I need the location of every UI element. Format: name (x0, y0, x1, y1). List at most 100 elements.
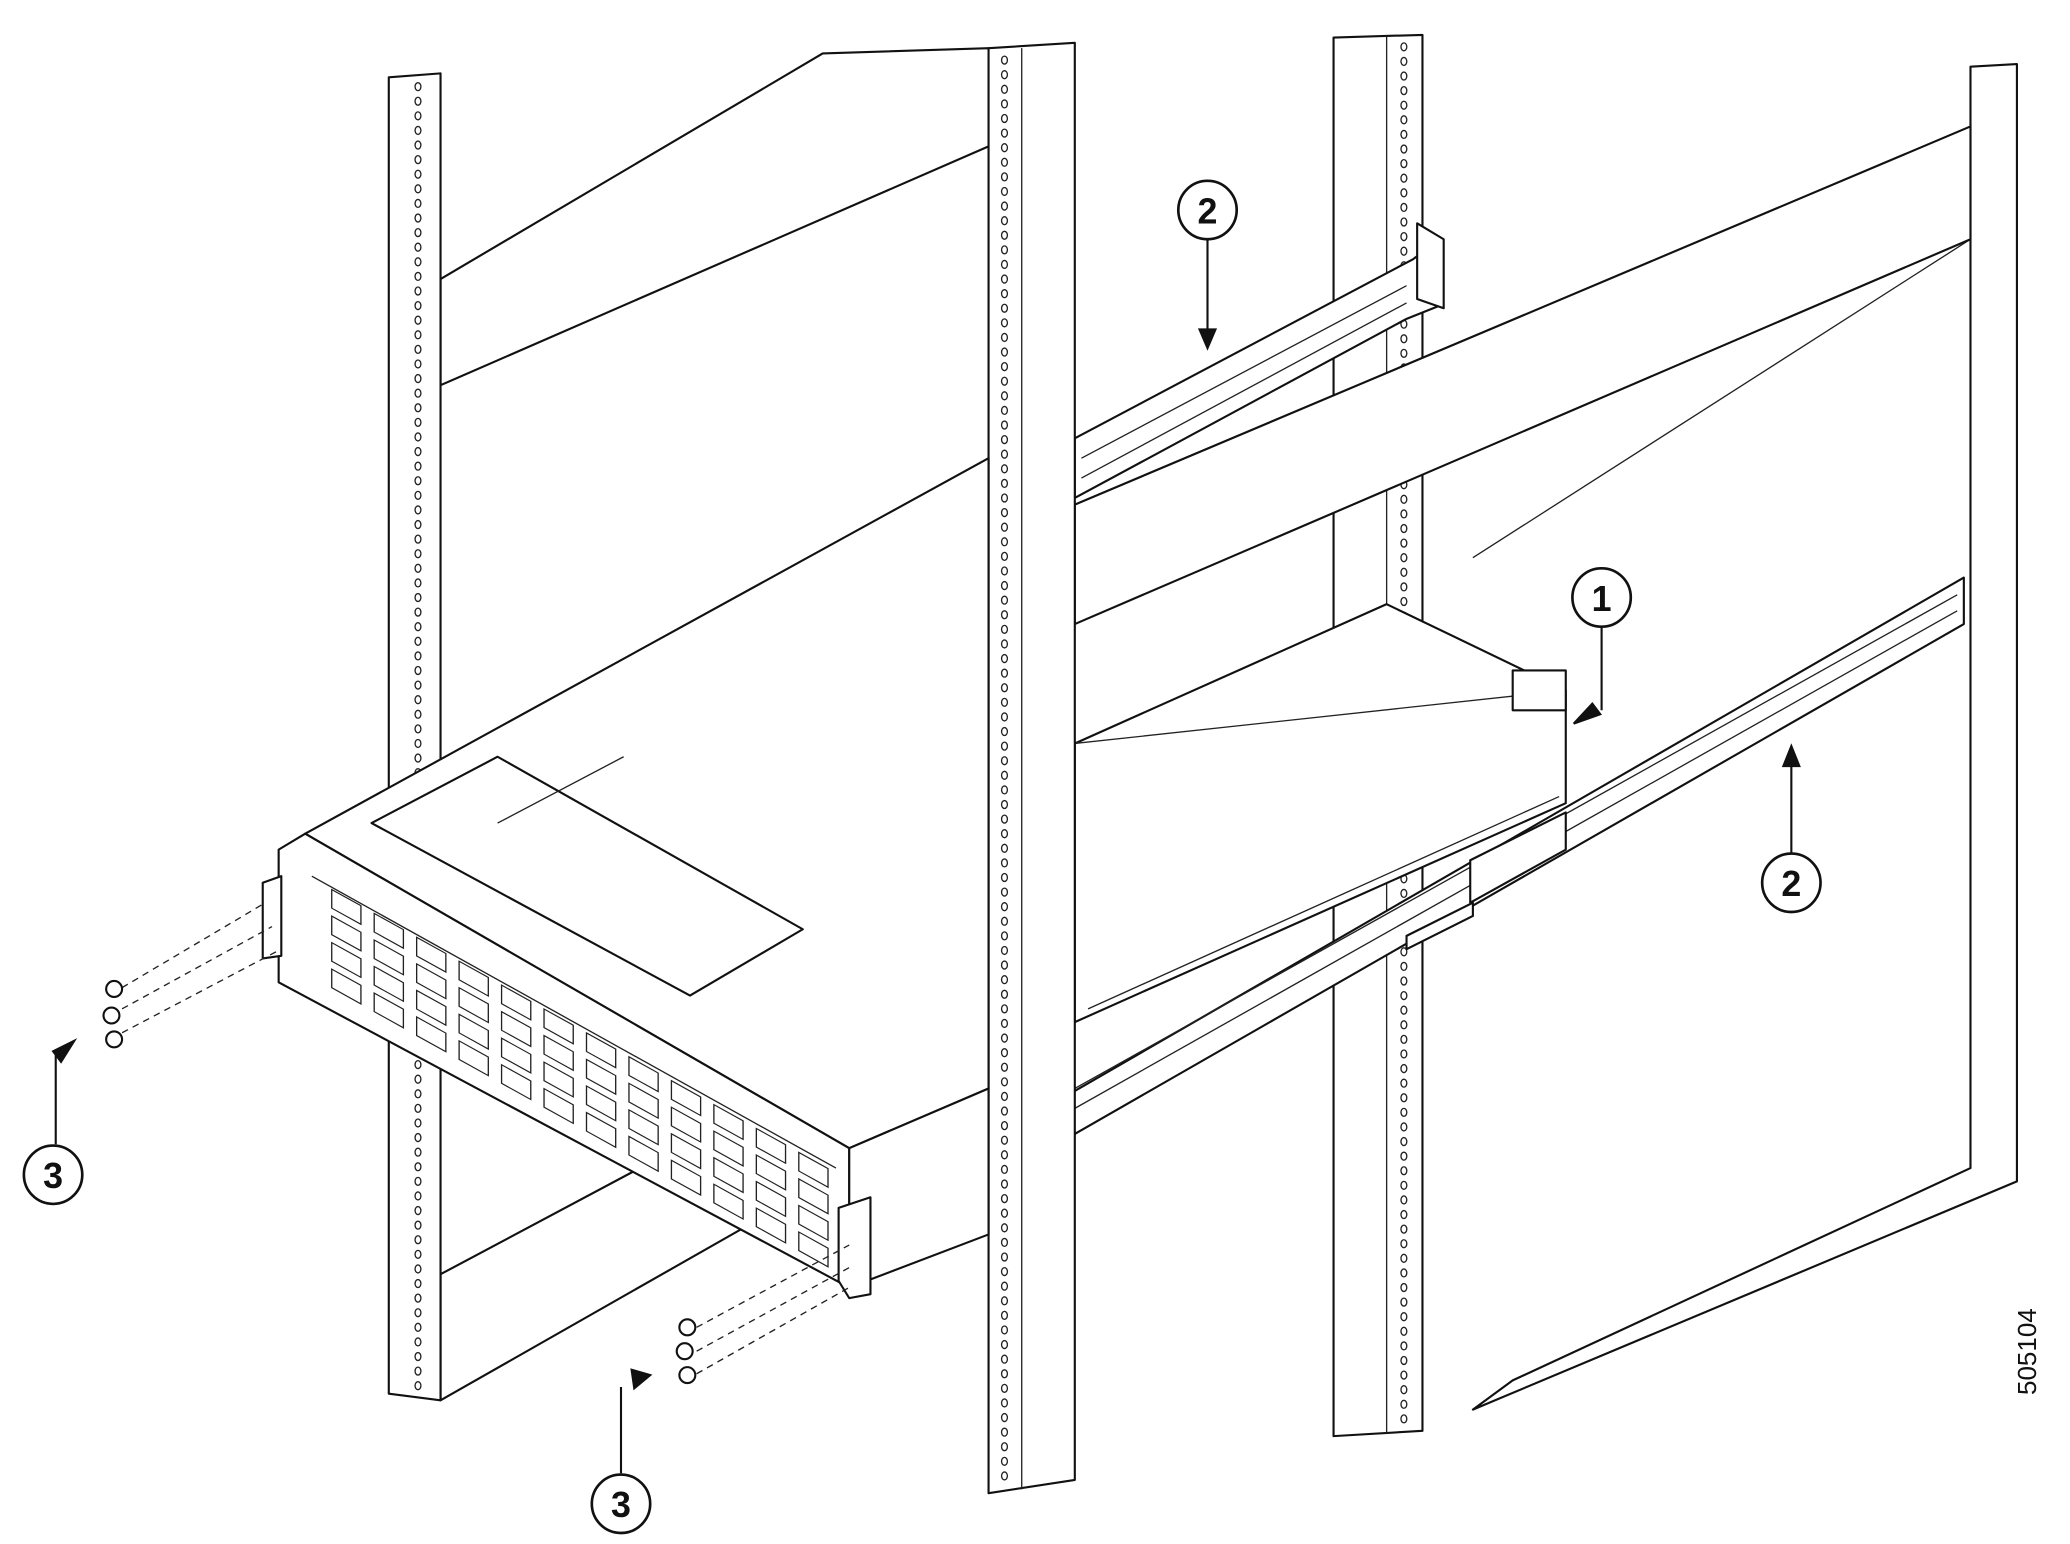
rack-hole (1000, 274, 1009, 284)
port (670, 1106, 702, 1144)
rack-hole (414, 300, 422, 311)
rack-hole (1400, 1268, 1408, 1278)
port (500, 984, 532, 1021)
port (628, 1082, 659, 1120)
screws-left (102, 902, 279, 1049)
rack-hole (414, 549, 422, 559)
rack-hole (414, 96, 422, 106)
rack-hole (1000, 347, 1009, 357)
port (373, 965, 405, 1003)
port (500, 1010, 532, 1048)
rack-hole (1000, 1048, 1009, 1058)
rack-hole (414, 1337, 422, 1347)
rack-hole (1000, 1442, 1009, 1452)
rack-hole (414, 1147, 422, 1157)
rack-hole (1000, 1223, 1009, 1233)
rack-hole (414, 1351, 422, 1362)
rack-hole (1000, 1164, 1009, 1175)
rack-hole (1000, 172, 1009, 182)
rack-hole (1400, 523, 1408, 534)
rack-hole (414, 738, 422, 749)
rack-hole (1000, 1369, 1009, 1379)
rack-hole (414, 1103, 422, 1114)
rack-hole (414, 154, 422, 165)
rack-hole (1000, 143, 1009, 153)
callout-arrows (51, 239, 1801, 1474)
rack-hole (1000, 887, 1009, 897)
rack-hole (1000, 785, 1009, 795)
rack-hole (414, 417, 422, 427)
rack-hole (1000, 522, 1009, 532)
rack-hole (1400, 1180, 1408, 1190)
rack-hole (414, 1205, 422, 1216)
rack-hole (1000, 113, 1009, 124)
rack-hole (1000, 1120, 1009, 1131)
rack-hole (1000, 1427, 1009, 1437)
rack-hole (1000, 756, 1009, 766)
port (500, 1063, 532, 1101)
port (798, 1204, 829, 1242)
rack-hole (1400, 947, 1408, 957)
rack-hole (414, 753, 422, 763)
rack-hole (1400, 1093, 1408, 1103)
rack-hole (414, 563, 422, 573)
rack-hole (414, 446, 422, 457)
rack-hole (1400, 173, 1408, 183)
rack-hole (1000, 580, 1009, 591)
port (331, 968, 362, 1005)
port (755, 1180, 787, 1218)
rack-hole (1000, 902, 1009, 912)
port (415, 1015, 447, 1053)
rack-hole (1400, 231, 1408, 242)
rack-hole (1400, 1355, 1408, 1366)
port (713, 1183, 744, 1221)
port (585, 1084, 617, 1122)
rack-hole (1000, 318, 1009, 328)
rack-hole (1400, 976, 1408, 986)
rack-hole (1000, 668, 1009, 678)
rack-hole (414, 111, 422, 121)
port (585, 1111, 617, 1149)
rack-hole (414, 607, 422, 617)
rack-hole (1400, 115, 1408, 125)
rack-hole (414, 373, 422, 384)
rack-hole (414, 461, 422, 471)
rack-hole (1400, 42, 1408, 52)
rack-hole (1400, 961, 1408, 972)
rack-hole (1400, 334, 1408, 344)
rack-hole (1000, 449, 1009, 459)
rack-hole (1000, 84, 1009, 94)
rack-hole (1000, 975, 1009, 985)
rack-hole (1400, 990, 1408, 1001)
rack-hole (414, 1381, 422, 1391)
rack-hole (1400, 1370, 1408, 1380)
rack-hole (414, 1059, 422, 1070)
rack-hole (414, 388, 422, 398)
rack-hole (1400, 1122, 1408, 1132)
callout-2-top: 2 (1176, 179, 1239, 241)
rack-hole (414, 82, 422, 92)
rack-hole (1000, 726, 1009, 737)
rack-hole (1400, 56, 1408, 67)
port (415, 962, 447, 1000)
rack-hole (1000, 99, 1009, 109)
rack-hole (414, 1074, 422, 1084)
rack-hole (414, 359, 422, 369)
port (670, 1079, 702, 1117)
port (585, 1058, 617, 1096)
rack-hole (1400, 509, 1408, 519)
port (543, 1087, 574, 1125)
rack-hole (1000, 332, 1009, 343)
port (755, 1127, 787, 1165)
port (373, 992, 405, 1029)
rack-hole (414, 403, 422, 413)
svg-text:2: 2 (1198, 191, 1218, 231)
rack-hole (1000, 55, 1009, 65)
rack-hole (1000, 741, 1009, 751)
rack-hole (1400, 71, 1408, 81)
rack-hole (414, 1249, 422, 1259)
rack-hole (414, 724, 422, 734)
rack-hole (1000, 799, 1009, 810)
rack-hole (1400, 217, 1408, 227)
